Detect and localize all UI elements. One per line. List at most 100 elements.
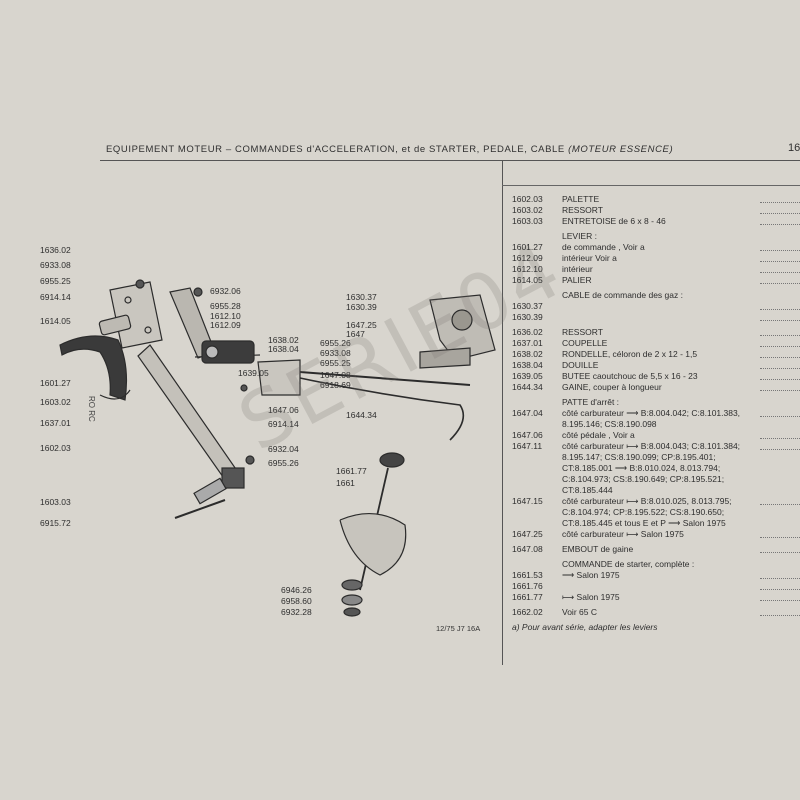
callout-label: 1603.03 bbox=[40, 497, 71, 507]
callout-label: 1638.02 bbox=[268, 335, 299, 345]
part-desc: RESSORT bbox=[562, 327, 603, 337]
parts-row: CABLE de commande des gaz : bbox=[512, 290, 800, 301]
callout-label: 6915.72 bbox=[40, 518, 71, 528]
page-number: 16 bbox=[788, 142, 800, 154]
callout-label: 1661 bbox=[336, 478, 355, 488]
leader-dots bbox=[760, 389, 800, 391]
part-desc: EMBOUT de gaine bbox=[562, 544, 634, 554]
callout-label: 6955.26 bbox=[268, 458, 299, 468]
callout-label: 1630.39 bbox=[346, 302, 377, 312]
leader-dots bbox=[760, 334, 800, 336]
leader-dots bbox=[760, 201, 800, 203]
callout-label: 1601.27 bbox=[40, 378, 71, 388]
callout-label: 1647.06 bbox=[268, 405, 299, 415]
part-ref: 1603.02 bbox=[512, 205, 543, 215]
part-ref: 1647.25 bbox=[512, 529, 543, 539]
leader-dots bbox=[760, 249, 800, 251]
leader-dots bbox=[760, 536, 800, 538]
leader-dots bbox=[760, 223, 800, 225]
leader-dots bbox=[760, 345, 800, 347]
part-desc: PATTE d'arrêt : bbox=[562, 397, 620, 407]
callout-label: 6955.25 bbox=[40, 276, 71, 286]
callout-label: 6955.25 bbox=[320, 358, 351, 368]
part-ref: 1601.27 bbox=[512, 242, 543, 252]
callout-label: 1602.03 bbox=[40, 443, 71, 453]
callout-label: 1636.02 bbox=[40, 245, 71, 255]
part-desc: PALETTE bbox=[562, 194, 600, 204]
part-desc: de commande , Voir a bbox=[562, 242, 645, 252]
callout-label: 1644.34 bbox=[346, 410, 377, 420]
callout-label: 6932.04 bbox=[268, 444, 299, 454]
part-desc: RESSORT bbox=[562, 205, 603, 215]
parts-row: 1603.03 ENTRETOISE de 6 x 8 - 46 bbox=[512, 216, 800, 227]
footnote: a) Pour avant série, adapter les leviers bbox=[512, 622, 658, 632]
part-desc: ENTRETOISE de 6 x 8 - 46 bbox=[562, 216, 666, 226]
leader-dots bbox=[760, 415, 800, 417]
leader-dots bbox=[760, 378, 800, 380]
callout-label: 1612.10 bbox=[210, 311, 241, 321]
part-ref: 1638.04 bbox=[512, 360, 543, 370]
callout-label: 6933.08 bbox=[320, 348, 351, 358]
leader-dots bbox=[760, 271, 800, 273]
leader-dots bbox=[760, 367, 800, 369]
part-desc: RONDELLE, céloron de 2 x 12 - 1,5 bbox=[562, 349, 698, 359]
callout-label: 6955.28 bbox=[210, 301, 241, 311]
callout-label: 6958.60 bbox=[281, 596, 312, 606]
leader-dots bbox=[760, 551, 800, 553]
callout-label: 1603.02 bbox=[40, 397, 71, 407]
leader-dots bbox=[760, 282, 800, 284]
callout-label: 6918.69 bbox=[320, 380, 351, 390]
parts-row: 1638.02 RONDELLE, céloron de 2 x 12 - 1,5 bbox=[512, 349, 800, 360]
part-ref: 1647.15 bbox=[512, 496, 543, 506]
part-desc: CABLE de commande des gaz : bbox=[562, 290, 683, 300]
part-ref: 1614.05 bbox=[512, 275, 543, 285]
part-ref: 1638.02 bbox=[512, 349, 543, 359]
parts-list-top-rule bbox=[502, 185, 800, 186]
part-desc: BUTEE caoutchouc de 5,5 x 16 - 23 bbox=[562, 371, 698, 381]
part-ref: 1661.76 bbox=[512, 581, 543, 591]
callout-label: 6932.06 bbox=[210, 286, 241, 296]
part-ref: 1630.37 bbox=[512, 301, 543, 311]
part-desc: GAINE, couper à longueur bbox=[562, 382, 662, 392]
parts-row: CT:8.185.001 ⟶ B:8.010.024, 8.013.794; bbox=[512, 463, 800, 474]
parts-row: COMMANDE de starter, complète : bbox=[512, 559, 800, 570]
parts-row: 1661.76 bbox=[512, 581, 800, 592]
leader-dots bbox=[760, 437, 800, 439]
parts-row: 1639.05 BUTEE caoutchouc de 5,5 x 16 - 23 bbox=[512, 371, 800, 382]
part-desc: Voir 65 C bbox=[562, 607, 597, 617]
parts-row: PATTE d'arrêt : bbox=[512, 397, 800, 408]
part-desc: côté carburateur ⟼ B:8.004.043; C:8.101.… bbox=[562, 441, 741, 451]
leader-dots bbox=[760, 614, 800, 616]
leader-dots bbox=[760, 260, 800, 262]
part-ref: 1603.03 bbox=[512, 216, 543, 226]
part-ref: 1647.06 bbox=[512, 430, 543, 440]
callout-label: 6955.26 bbox=[320, 338, 351, 348]
parts-row: 1647.06 côté pédale , Voir a bbox=[512, 430, 800, 441]
part-desc: intérieur Voir a bbox=[562, 253, 617, 263]
callout-label: 1661.77 bbox=[336, 466, 367, 476]
diagram-side-text: RO RC bbox=[87, 396, 96, 422]
callout-label: 1647 bbox=[346, 329, 365, 339]
parts-row: 1630.37 bbox=[512, 301, 800, 312]
callout-label: 6946.26 bbox=[281, 585, 312, 595]
leader-dots bbox=[760, 356, 800, 358]
leader-dots bbox=[760, 212, 800, 214]
part-ref: 1612.09 bbox=[512, 253, 543, 263]
parts-row: 1636.02 RESSORT bbox=[512, 327, 800, 338]
part-ref: 1644.34 bbox=[512, 382, 543, 392]
parts-row: 1644.34 GAINE, couper à longueur bbox=[512, 382, 800, 393]
part-desc: C:8.104.973; CS:8.190.649; CP:8.195.521; bbox=[562, 474, 725, 484]
callout-label: 1638.04 bbox=[268, 344, 299, 354]
part-desc: côté pédale , Voir a bbox=[562, 430, 635, 440]
part-ref: 1636.02 bbox=[512, 327, 543, 337]
part-desc: côté carburateur ⟶ B:8.004.042; C:8.101.… bbox=[562, 408, 741, 418]
callout-label: 1647.08 bbox=[320, 370, 351, 380]
part-ref: 1637.01 bbox=[512, 338, 543, 348]
part-ref: 1630.39 bbox=[512, 312, 543, 322]
part-ref: 1639.05 bbox=[512, 371, 543, 381]
